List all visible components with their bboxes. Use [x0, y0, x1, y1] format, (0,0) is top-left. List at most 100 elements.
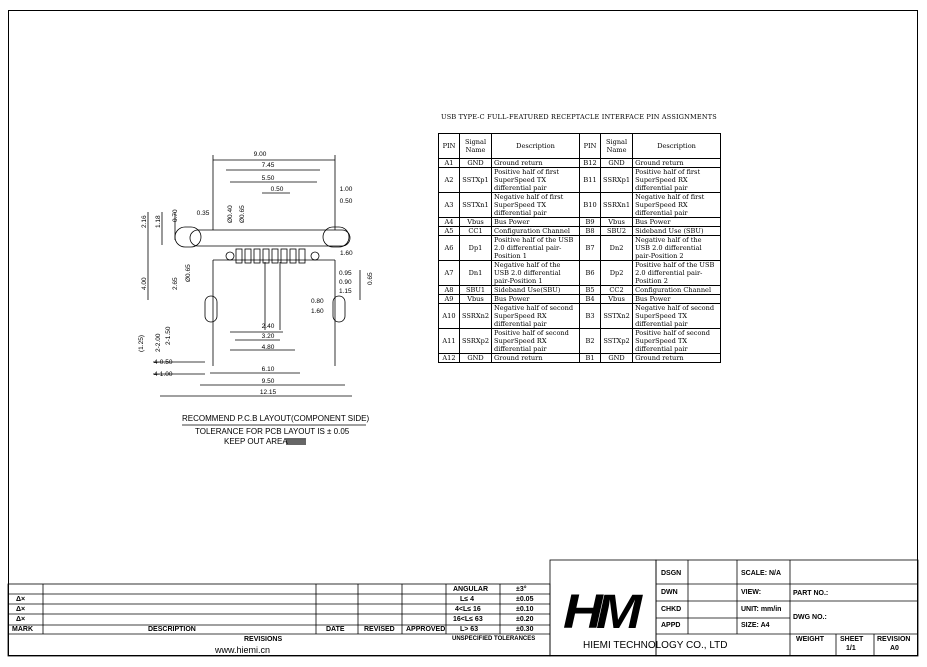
cell-description: Bus Power: [491, 294, 581, 304]
tol-row-1-val: ±0.05: [516, 596, 534, 603]
pin-assignment-table: PIN Signal Name Description PIN Signal N…: [438, 133, 722, 363]
tol-row-2: 4<L≤ 16: [455, 606, 481, 613]
cell-description: Negative half of second SuperSpeed RX di…: [491, 303, 581, 329]
cell-signal: SSTXn1: [458, 192, 493, 218]
dim-top-6: 0.35: [197, 210, 210, 217]
sign-dsgn: DSGN: [661, 570, 682, 577]
rev-mark-header: MARK: [12, 626, 33, 633]
cell-description: Positive half of second SuperSpeed RX di…: [491, 328, 581, 354]
top-pad-row: [189, 229, 351, 247]
cell-pin: A9: [438, 294, 460, 304]
company-logo: HM: [563, 586, 642, 639]
cell-signal: Vbus: [458, 217, 493, 227]
tol-row-4: L> 63: [460, 626, 479, 633]
cell-pin: A3: [438, 192, 460, 218]
cell-pin: A4: [438, 217, 460, 227]
cell-pin: B1: [579, 353, 602, 363]
revisions-label: REVISIONS: [244, 636, 283, 643]
tol-row-3: 16<L≤ 63: [453, 616, 483, 623]
rev-date-header: DATE: [326, 626, 345, 633]
cell-pin: B4: [579, 294, 602, 304]
cell-signal: GND: [458, 353, 493, 363]
keepout-note: KEEP OUT AREA: [224, 437, 288, 446]
cell-description: Negative half of first SuperSpeed RX dif…: [632, 192, 722, 218]
dim-top-8: Ø0.65: [239, 205, 246, 223]
cell-signal: SBU2: [600, 226, 634, 236]
dim-right-2: 0.90: [339, 279, 352, 286]
cell-pin: A11: [438, 328, 460, 354]
dim-left-4: Ø0.65: [185, 264, 192, 282]
dim-top-5: 0.50: [340, 198, 353, 205]
cell-signal: Dp1: [458, 235, 493, 261]
cell-signal: SSRXp2: [458, 328, 493, 354]
cell-description: Ground return: [491, 353, 581, 363]
cell-description: Ground return: [632, 158, 722, 168]
dim-bottom-0: 2.40: [262, 323, 275, 330]
tol-row-1: L≤ 4: [460, 596, 474, 603]
cell-pin: B8: [579, 226, 602, 236]
dim-right-0: 1.60: [340, 250, 353, 257]
cell-signal: GND: [600, 158, 634, 168]
cell-pin: B12: [579, 158, 602, 168]
part-no-field: PART NO.:: [793, 590, 829, 597]
scale-field: SCALE: N/A: [741, 570, 782, 577]
cell-description: Positive half of the USB 2.0 differentia…: [632, 260, 722, 286]
cell-description: Sideband Use(SBU): [491, 285, 581, 295]
dim-right-3: 1.15: [339, 288, 352, 295]
dim-left-8: 2-1.50: [165, 326, 172, 345]
dim-right-1: 0.95: [339, 270, 352, 277]
dim-left-6: (1.25): [138, 335, 145, 352]
cell-pin: B11: [579, 167, 602, 193]
cell-signal: GND: [600, 353, 634, 363]
weight-label: WEIGHT: [796, 636, 824, 643]
drawing-frame: [8, 10, 918, 656]
cell-signal: SSRXn2: [458, 303, 493, 329]
cell-signal: Dn2: [600, 235, 634, 261]
cell-pin: A12: [438, 353, 460, 363]
dim-top-7: Ø0.40: [227, 205, 234, 223]
view-field: VIEW:: [741, 589, 762, 596]
tol-row-2-val: ±0.10: [516, 606, 534, 613]
dim-bottom-5: 12.15: [260, 389, 277, 396]
dim-left-7: 2-2.00: [155, 333, 162, 352]
dim-top-2: 5.50: [262, 175, 275, 182]
tol-angular-val: ±3°: [516, 586, 527, 593]
pin-table-title: USB TYPE-C FULL-FEATURED RECEPTACLE INTE…: [441, 113, 717, 121]
cell-pin: A2: [438, 167, 460, 193]
layout-title: RECOMMEND P.C.B LAYOUT(COMPONENT SIDE): [182, 414, 370, 423]
cell-pin: A1: [438, 158, 460, 168]
revision-label: REVISION: [877, 636, 911, 643]
cell-description: Bus Power: [491, 217, 581, 227]
cell-signal: SBU1: [458, 285, 493, 295]
cell-description: Bus Power: [632, 217, 722, 227]
dim-left-1: 1.18: [155, 215, 162, 228]
left-slot: [204, 295, 218, 323]
cell-pin: B6: [579, 260, 602, 286]
rev-approved-header: APPROVED: [406, 626, 446, 633]
cell-pin: A10: [438, 303, 460, 329]
cell-signal: SSTXp1: [458, 167, 493, 193]
dim-left-10: 4-1.00: [154, 371, 173, 378]
dwg-no-field: DWG NO.:: [793, 614, 827, 621]
cell-description: Configuration Channel: [491, 226, 581, 236]
dim-bottom-3: 6.10: [262, 366, 275, 373]
sheet-value: 1/1: [846, 645, 856, 652]
tol-angular: ANGULAR: [453, 586, 488, 593]
sign-appd: APPD: [661, 622, 681, 629]
rev-mark-2: Δ×: [16, 606, 26, 613]
dim-left-2: 0.70: [172, 209, 179, 222]
cell-description: Ground return: [491, 158, 581, 168]
rev-mark-1: Δ×: [16, 596, 26, 603]
cell-description: Positive half of the USB 2.0 differentia…: [491, 235, 581, 261]
table-header-row: PIN Signal Name Description PIN Signal N…: [438, 133, 722, 159]
cell-description: Sideband Use (SBU): [632, 226, 722, 236]
